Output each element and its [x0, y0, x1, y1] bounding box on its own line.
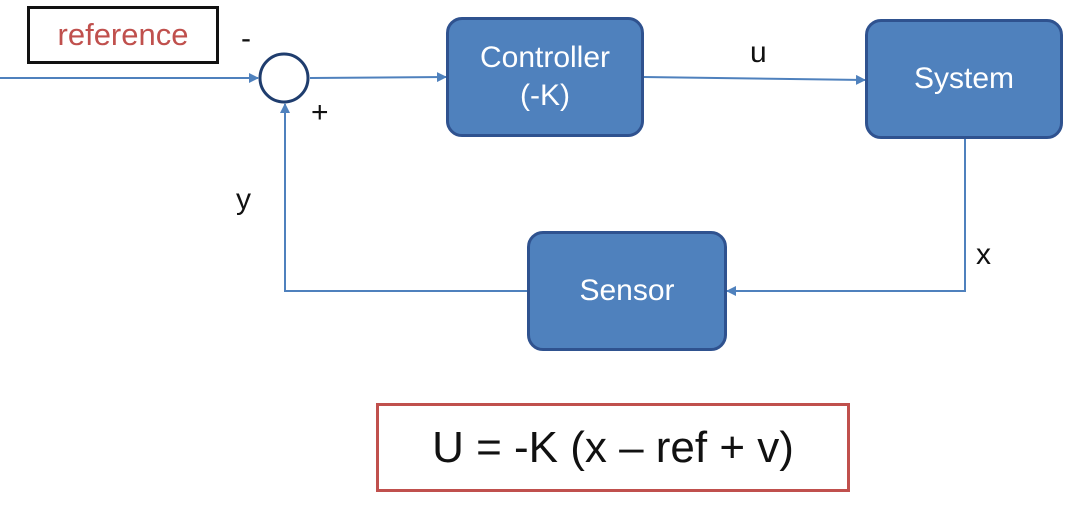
sensor-block: Sensor: [527, 231, 727, 351]
system-block: System: [865, 19, 1063, 139]
controller-label: Controller: [479, 41, 611, 74]
junction-to-controller-line: [309, 72, 447, 83]
signal-x-label: x: [976, 238, 991, 271]
reference-label: reference: [57, 17, 189, 52]
system-label: System: [913, 62, 1015, 95]
summing-junction: [258, 52, 310, 104]
sensor-to-junction-line: [280, 103, 527, 292]
signal-u-label: u: [750, 36, 767, 69]
sensor-label: Sensor: [579, 274, 675, 307]
controller-gain-label: (-K): [520, 79, 570, 112]
controller-to-system-line: [642, 74, 866, 85]
signal-y-label: y: [236, 183, 251, 216]
reference-input-box: reference: [27, 6, 219, 64]
junction-minus-sign: -: [241, 22, 251, 55]
controller-block: Controller (-K): [446, 17, 644, 137]
junction-plus-sign: +: [311, 96, 329, 129]
control-law-equation: U = -K (x – ref + v): [432, 422, 794, 472]
control-law-box: U = -K (x – ref + v): [376, 403, 850, 492]
system-to-sensor-line: [726, 139, 966, 296]
